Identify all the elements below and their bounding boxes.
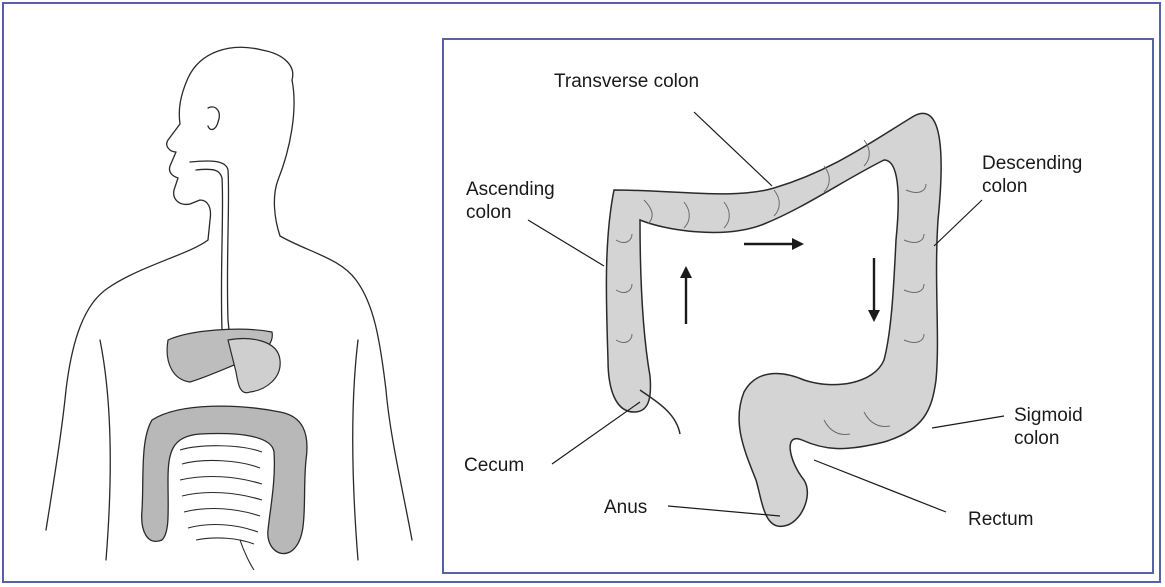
- arrow-up-icon: [680, 266, 692, 324]
- colon-inset-svg: [444, 40, 1152, 572]
- stomach: [228, 339, 280, 393]
- label-sigmoid-colon: Sigmoid colon: [1014, 404, 1083, 450]
- arrow-down-icon: [868, 258, 880, 322]
- label-cecum: Cecum: [464, 454, 524, 477]
- torso-illustration: [40, 40, 420, 570]
- arrow-right-icon: [744, 238, 804, 250]
- colon-drawing: [606, 113, 941, 526]
- leader-ascending: [528, 220, 604, 266]
- colon-inset-frame: Transverse colon Ascending colon Descend…: [442, 38, 1154, 574]
- leader-descending: [934, 200, 982, 246]
- torso-svg: [40, 40, 420, 570]
- leader-cecum: [552, 402, 640, 464]
- large-intestine: [142, 406, 307, 553]
- leader-transverse: [694, 112, 772, 186]
- label-anus: Anus: [604, 496, 647, 519]
- label-rectum: Rectum: [968, 508, 1033, 531]
- label-transverse-colon: Transverse colon: [554, 70, 699, 93]
- label-ascending-colon: Ascending colon: [466, 178, 555, 224]
- leader-sigmoid: [932, 416, 1004, 428]
- leader-rectum: [814, 460, 946, 512]
- label-descending-colon: Descending colon: [982, 152, 1082, 198]
